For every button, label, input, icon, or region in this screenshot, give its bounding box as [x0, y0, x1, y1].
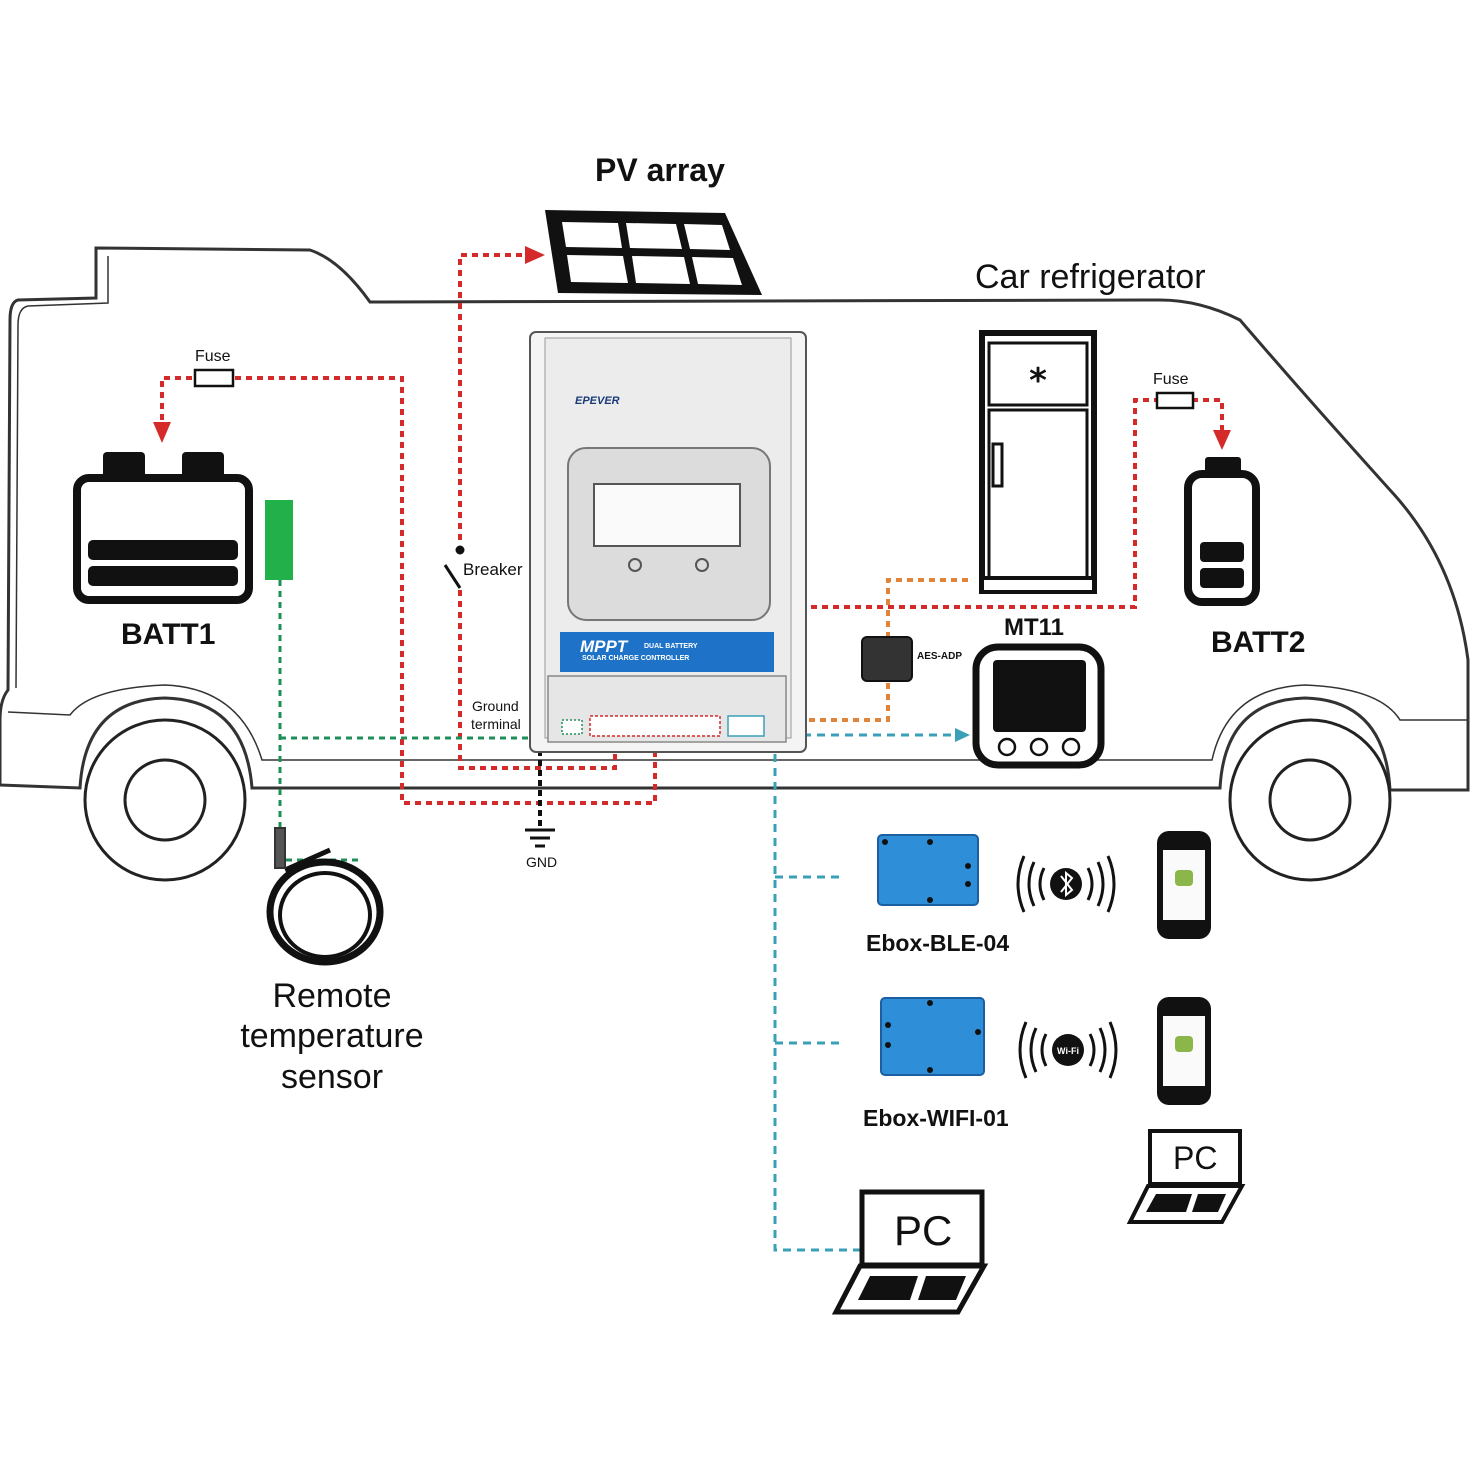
ground-terminal-label-1: Ground — [472, 698, 519, 714]
controller-brand: EPEVER — [575, 395, 620, 407]
battery-icon — [1184, 457, 1260, 606]
bluetooth-icon — [1016, 855, 1116, 913]
aes-adp-icon — [861, 636, 913, 682]
fuse-icon — [193, 368, 235, 388]
smartphone-icon — [1157, 831, 1211, 939]
batt1-label: BATT1 — [121, 618, 216, 651]
mt11-meter-icon — [972, 643, 1105, 769]
controller-model: MPPT — [580, 637, 629, 656]
front-wheel — [83, 718, 247, 882]
breaker-label: Breaker — [463, 560, 523, 579]
comm-wiring — [773, 733, 960, 1252]
fuse-right-label: Fuse — [1153, 371, 1189, 388]
pv-return-line — [458, 590, 617, 770]
pc-large-label: PC — [894, 1207, 953, 1254]
fridge-icon — [979, 330, 1097, 594]
battery-sensor-strip — [265, 500, 293, 580]
fridge-snow-icon: * — [1029, 361, 1047, 401]
temperature-sensor-icon — [266, 827, 384, 966]
battery-icon — [73, 452, 253, 604]
svg-text:Wi-Fi: Wi-Fi — [1057, 1046, 1079, 1056]
gnd-label: GND — [526, 854, 558, 870]
pv-positive-line — [458, 253, 530, 540]
remote-sensor-label-2: temperature — [240, 1017, 424, 1055]
fuse-left-label: Fuse — [195, 348, 231, 365]
ebox-ble-device — [877, 834, 979, 906]
fridge-signal-line — [886, 578, 970, 638]
charge-controller — [529, 331, 807, 753]
mt11-label: MT11 — [1004, 614, 1065, 641]
remote-sensor-label-1: Remote — [272, 977, 392, 1015]
power-wiring — [160, 253, 1224, 805]
pc-small-label: PC — [1173, 1140, 1218, 1176]
aes-adp-label: AES-ADP — [917, 651, 963, 662]
controller-model-desc: SOLAR CHARGE CONTROLLER — [582, 655, 689, 662]
aes-adp-line — [765, 680, 890, 722]
breaker-icon — [443, 545, 465, 589]
smartphone-icon — [1157, 997, 1211, 1105]
controller-model-sub: DUAL BATTERY — [644, 643, 698, 650]
batt1-line — [160, 376, 657, 805]
ebox-ble-label: Ebox-BLE-04 — [866, 930, 1010, 956]
comm-arrow — [955, 728, 970, 742]
remote-sensor-label-3: sensor — [280, 1058, 384, 1096]
laptop-icon — [831, 1189, 989, 1315]
pv-array-label: PV array — [595, 152, 725, 188]
fuse-icon — [1155, 391, 1195, 410]
wifi-icon: Wi-Fi — [1018, 1021, 1118, 1079]
ebox-wifi-label: Ebox-WIFI-01 — [863, 1105, 1009, 1131]
rear-wheel — [1228, 718, 1392, 882]
car-refrigerator-label: Car refrigerator — [975, 258, 1206, 296]
vehicle-outline — [0, 246, 1470, 792]
batt2-label: BATT2 — [1211, 626, 1306, 659]
batt2-line — [698, 398, 1224, 672]
ebox-wifi-device — [880, 997, 985, 1076]
laptop-icon — [1126, 1129, 1246, 1224]
ground-icon — [525, 828, 555, 848]
ground-terminal-label-2: terminal — [471, 716, 521, 732]
solar-panel-icon — [545, 210, 762, 295]
